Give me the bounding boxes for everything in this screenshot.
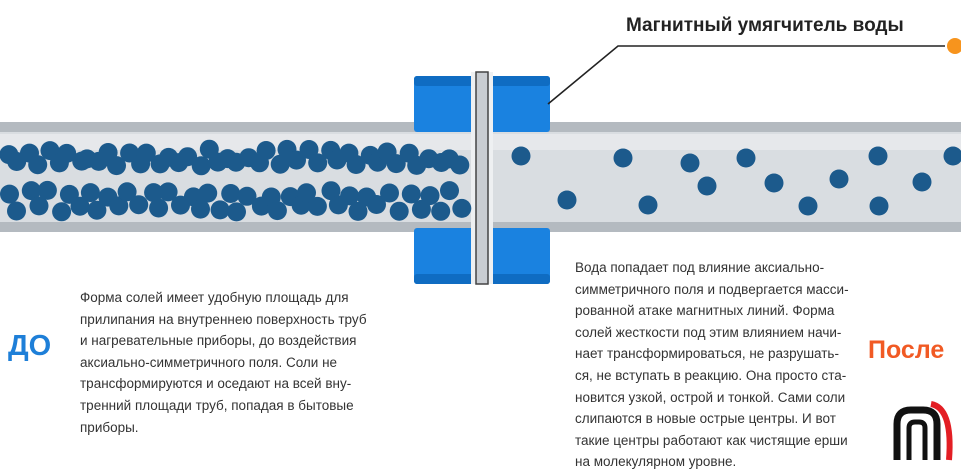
- salt-particle: [227, 202, 246, 222]
- salt-particles: [0, 139, 961, 222]
- salt-particle: [798, 196, 818, 216]
- salt-particle: [129, 195, 149, 215]
- salt-particle: [367, 195, 386, 214]
- salt-particle: [237, 186, 257, 206]
- salt-particle: [221, 184, 241, 203]
- salt-particle: [117, 182, 137, 202]
- salt-particle: [52, 202, 72, 222]
- after-description: Вода попадает под влияние аксиально- сим…: [575, 260, 849, 470]
- salt-particle: [680, 153, 700, 173]
- magnetic-softener-device: [414, 71, 550, 285]
- salt-particle: [0, 184, 19, 204]
- salt-particle: [764, 173, 784, 193]
- salt-particle: [389, 201, 409, 221]
- salt-particle: [868, 146, 888, 166]
- salt-particle: [210, 200, 230, 220]
- salt-particle: [511, 146, 531, 166]
- title-pointer: [547, 38, 961, 105]
- before-label: ДО: [8, 330, 52, 362]
- salt-particle: [869, 196, 889, 216]
- salt-particle: [191, 199, 210, 219]
- salt-particle: [697, 176, 717, 196]
- pointer-line: [547, 45, 945, 105]
- salt-particle: [380, 183, 399, 203]
- magnet-clamp-core: [475, 71, 489, 285]
- salt-particle: [191, 156, 211, 176]
- salt-particle: [158, 182, 178, 202]
- salt-particle: [80, 183, 100, 203]
- salt-particle: [299, 140, 319, 159]
- salt-particle: [29, 196, 49, 216]
- salt-particle: [829, 169, 849, 189]
- salt-particle: [401, 184, 421, 204]
- salt-particle: [287, 150, 306, 170]
- salt-particle: [912, 172, 932, 192]
- salt-particle: [308, 153, 328, 173]
- after-label: После: [868, 336, 945, 364]
- salt-particle: [21, 181, 41, 201]
- salt-particle: [70, 196, 90, 216]
- salt-particle: [136, 143, 156, 163]
- salt-particle: [87, 200, 107, 220]
- pointer-dot: [947, 38, 961, 54]
- salt-particle: [37, 180, 57, 200]
- salt-particle: [348, 201, 368, 221]
- salt-particle: [149, 198, 169, 218]
- salt-particle: [613, 148, 633, 168]
- salt-particle: [321, 181, 341, 201]
- salt-particle: [452, 198, 472, 218]
- diagram-title: Магнитный умягчитель воды: [626, 15, 904, 36]
- salt-particle: [420, 186, 440, 206]
- company-logo-icon: [893, 401, 953, 461]
- salt-particle: [267, 201, 287, 221]
- salt-particle: [28, 155, 48, 175]
- salt-particle: [107, 156, 126, 176]
- salt-particle: [198, 183, 218, 203]
- salt-particle: [144, 183, 164, 203]
- salt-particle: [340, 186, 360, 206]
- salt-particle: [557, 190, 577, 210]
- salt-particle: [109, 196, 129, 216]
- before-description: Форма солей имеет удобную площадь для пр…: [80, 290, 367, 435]
- salt-particle: [256, 141, 276, 160]
- salt-particle: [307, 196, 327, 216]
- salt-particle: [943, 146, 961, 166]
- salt-particle: [297, 183, 316, 203]
- salt-particle: [638, 195, 658, 215]
- salt-particle: [440, 181, 459, 201]
- salt-particle: [270, 154, 290, 174]
- salt-particle: [411, 199, 431, 219]
- salt-particle: [431, 201, 451, 221]
- salt-particle: [57, 143, 77, 163]
- salt-particle: [386, 154, 406, 174]
- salt-particle: [450, 155, 470, 175]
- salt-particle: [736, 148, 756, 168]
- salt-particle: [7, 201, 26, 221]
- salt-particle: [178, 147, 198, 167]
- salt-particle: [346, 155, 366, 174]
